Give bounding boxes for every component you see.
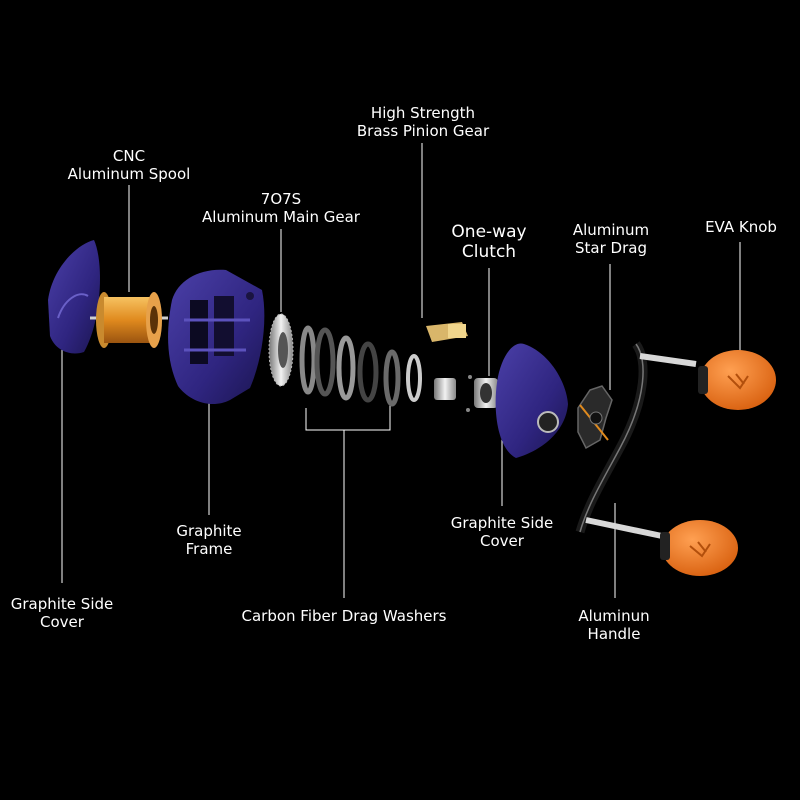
- left-side-cover-part: [48, 240, 100, 354]
- frame-part: [168, 269, 265, 405]
- drag-washers-part: [299, 325, 401, 407]
- label-drag-washers: Carbon Fiber Drag Washers: [241, 607, 447, 625]
- leader-lines: [61, 143, 741, 598]
- label-eva-knob: EVA Knob: [705, 218, 777, 236]
- star-drag-part: [577, 385, 613, 450]
- eva-knob-lower-part: [660, 520, 738, 576]
- pinion-gear-part: [426, 322, 468, 342]
- spool-part: [90, 292, 168, 348]
- eva-knob-upper-part: [698, 350, 776, 410]
- main-gear-part: [268, 313, 294, 387]
- clutch-part: [434, 375, 498, 412]
- right-side-cover-part: [495, 343, 568, 458]
- bearing-ring-part: [406, 354, 422, 402]
- handle-part: [575, 341, 697, 539]
